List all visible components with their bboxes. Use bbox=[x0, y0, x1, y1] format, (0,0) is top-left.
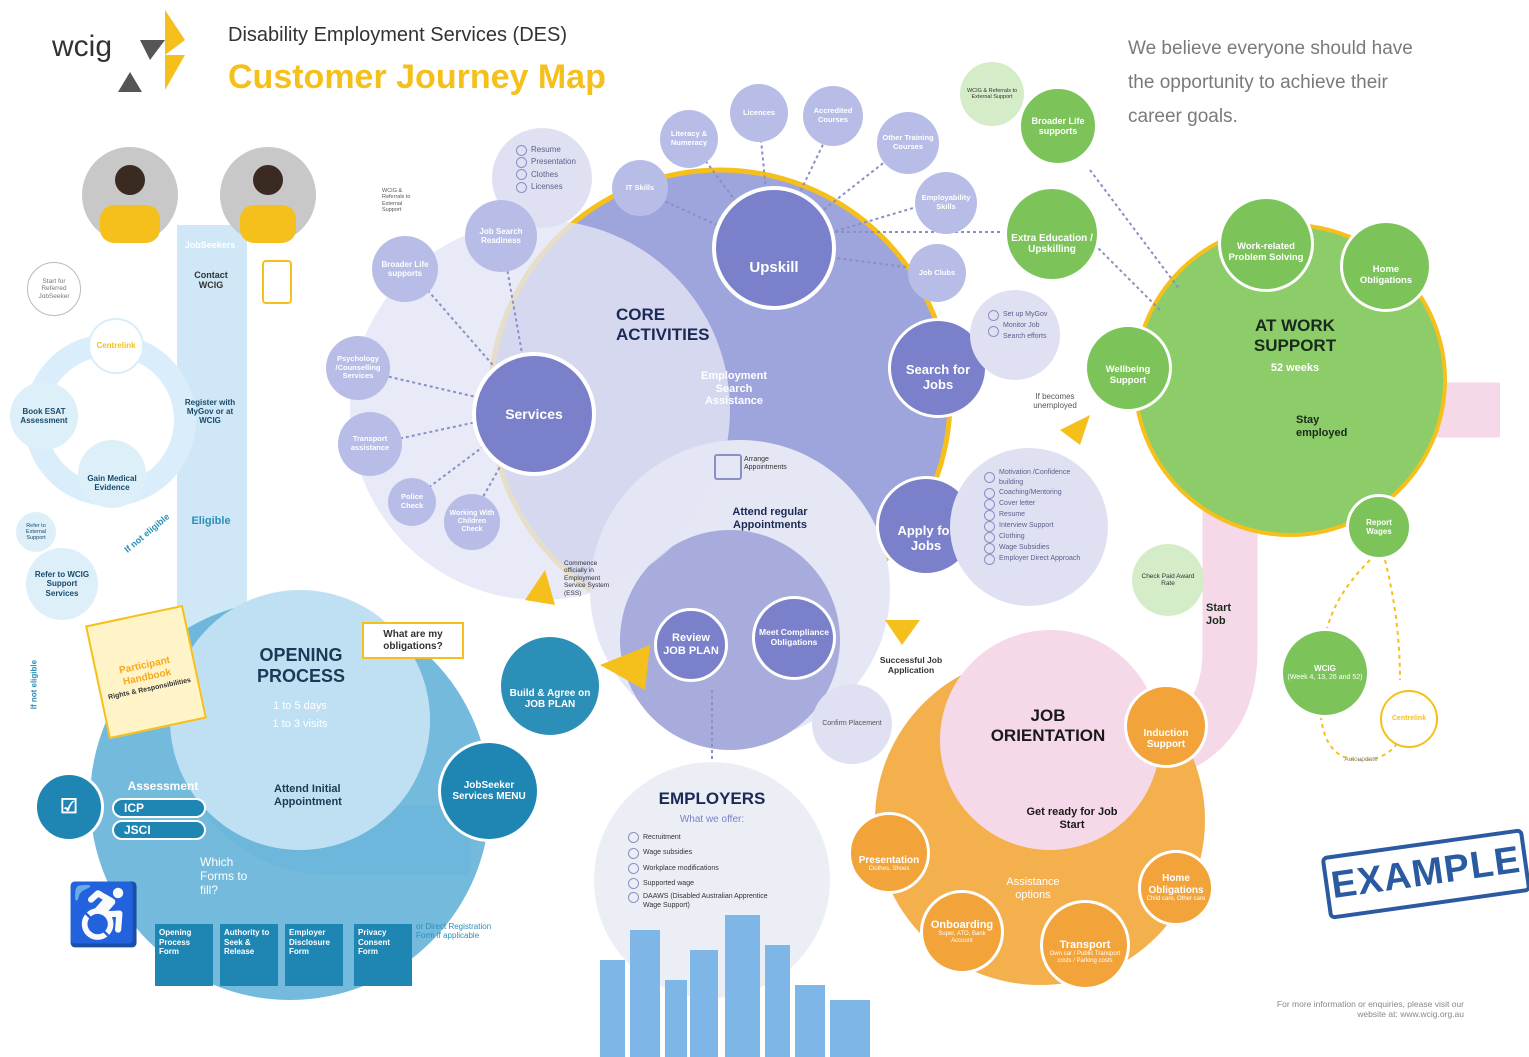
induction-support-node: Induction Support bbox=[1124, 684, 1208, 768]
direct-registration: or Direct Registration Form if applicabl… bbox=[416, 922, 492, 941]
yellow-arrows bbox=[525, 415, 1090, 690]
assessment-icon: ☑ bbox=[34, 772, 104, 842]
contact-wcig: Contact WCIG bbox=[194, 270, 228, 291]
service-wwcc: Working With Children Check bbox=[444, 494, 500, 550]
form-privacy-consent[interactable]: Privacy Consent Form bbox=[354, 924, 412, 986]
build-job-plan[interactable]: Build & Agree on JOB PLAN bbox=[498, 634, 602, 738]
services-node[interactable]: Services bbox=[472, 352, 596, 476]
apply-list: Motivation /Confidence building Coaching… bbox=[984, 468, 1094, 565]
footer-info: For more information or enquiries, pleas… bbox=[1276, 999, 1464, 1019]
service-transport: Transport assistance bbox=[338, 412, 402, 476]
report-wages-node: Report Wages bbox=[1346, 494, 1412, 560]
arrange-appointments: Arrange Appointments bbox=[744, 456, 787, 472]
icp-pill: ICP bbox=[112, 798, 206, 818]
opening-days: 1 to 5 days bbox=[273, 700, 327, 712]
register-mygov: Register with MyGov or at WCIG bbox=[184, 398, 236, 426]
wcig-referrals-core: WCIG & Referrals to External Support bbox=[382, 188, 411, 213]
commence-ess: Commence officially in Employment Servic… bbox=[564, 560, 610, 597]
atwork-centrelink: Centrelink bbox=[1380, 690, 1438, 748]
eligible-label: Eligible bbox=[191, 515, 231, 527]
attend-initial: Attend Initial Appointment bbox=[274, 783, 342, 808]
becomes-unemployed: If becomes unemployed bbox=[1033, 392, 1077, 411]
wcig-week-checkins: WCIG(Week 4, 13, 26 and 52) bbox=[1280, 628, 1370, 718]
centrelink-node: Centrelink bbox=[88, 318, 144, 374]
atwork-weeks: 52 weeks bbox=[1270, 362, 1320, 374]
employers-list: Recruitment Wage subsidies Workplace mod… bbox=[628, 830, 768, 910]
start-job: Start Job bbox=[1206, 602, 1232, 627]
jobseeker-services-menu[interactable]: JobSeeker Services MENU bbox=[438, 740, 540, 842]
confirm-placement: Confirm Placement bbox=[812, 684, 892, 764]
page-title: Customer Journey Map bbox=[228, 58, 606, 96]
upskill-literacy: Literacy & Numeracy bbox=[660, 110, 718, 168]
service-broader-life: Broader Life supports bbox=[372, 236, 438, 302]
brand-name: wcig bbox=[52, 30, 113, 63]
search-list: Set up MyGov Monitor Job Search efforts bbox=[988, 310, 1054, 343]
upskill-node[interactable]: Upskill bbox=[712, 186, 836, 310]
review-job-plan[interactable]: Review JOB PLAN bbox=[654, 608, 728, 682]
upskill-other-training: Other Training Courses bbox=[877, 112, 939, 174]
atwork-referrals: WCIG & Referrals to External Support bbox=[960, 62, 1024, 126]
meet-obligations[interactable]: Meet Compliance Obligations bbox=[752, 596, 836, 680]
service-psychology: Psychology /Counselling Services bbox=[326, 336, 390, 400]
service-police-check: Police Check bbox=[388, 478, 436, 526]
logo-mark bbox=[118, 10, 185, 92]
employers-title: EMPLOYERS bbox=[658, 789, 766, 808]
atwork-title: AT WORK SUPPORT bbox=[1253, 316, 1337, 355]
readiness-list: Resume Presentation Clothes Licenses bbox=[516, 144, 576, 194]
home-obligations-node: Home Obligations bbox=[1340, 220, 1432, 312]
book-esat: Book ESAT Assessment bbox=[10, 382, 78, 450]
refer-external: Refer to External Support bbox=[16, 512, 56, 552]
upskill-licences: Licences bbox=[730, 84, 788, 142]
employment-search-assistance: Employment Search Assistance bbox=[700, 370, 767, 408]
employers-offer: What we offer: bbox=[679, 814, 745, 825]
broader-life-node: Broader Life supports bbox=[1018, 86, 1098, 166]
opening-title: OPENING PROCESS bbox=[256, 645, 346, 686]
autoupdate-label: Autoupdate bbox=[1344, 756, 1378, 763]
jsci-pill: JSCI bbox=[112, 820, 206, 840]
job-search-readiness: Job Search Readiness bbox=[465, 200, 537, 272]
wheelchair-person: ♿ bbox=[66, 881, 141, 948]
jobseekers-label: JobSeekers bbox=[184, 240, 236, 250]
refer-wcig-support: Refer to WCIG Support Services bbox=[26, 548, 98, 620]
successful-application: Successful Job Application bbox=[879, 655, 943, 675]
if-not-eligible-vertical: If not eligible bbox=[29, 659, 39, 710]
form-employer-disclosure[interactable]: Employer Disclosure Form bbox=[285, 924, 343, 986]
calendar-icon bbox=[714, 454, 742, 480]
gain-medical: Gain Medical Evidence bbox=[78, 440, 146, 508]
apply-list-bubble bbox=[950, 448, 1108, 606]
opening-visits: 1 to 3 visits bbox=[272, 718, 328, 730]
tagline: We believe everyone should have the oppo… bbox=[1128, 38, 1413, 128]
search-list-bubble bbox=[970, 290, 1060, 380]
orientation-title: JOB ORIENTATION bbox=[990, 706, 1106, 745]
extra-education-node: Extra Education / Upskilling bbox=[1004, 186, 1100, 282]
problem-solving-node: Work-related Problem Solving bbox=[1218, 196, 1314, 292]
assistance-options: Assistance options bbox=[1006, 876, 1060, 901]
attend-regular: Attend regular Appointments bbox=[732, 506, 808, 531]
form-authority[interactable]: Authority to Seek & Release bbox=[220, 924, 278, 986]
city-skyline bbox=[600, 915, 870, 1057]
check-award-rate: Check Paid Award Rate bbox=[1132, 544, 1204, 616]
upskill-it-skills: IT Skills bbox=[612, 160, 668, 216]
phone-icon bbox=[262, 260, 292, 304]
page-subtitle: Disability Employment Services (DES) bbox=[228, 24, 567, 46]
get-ready-job-start: Get ready for Job Start bbox=[1026, 806, 1118, 831]
referred-jobseeker: Start for Referred JobSeeker bbox=[27, 262, 81, 316]
upskill-employability: Employability Skills bbox=[915, 172, 977, 234]
obligations-bubble: What are my obligations? bbox=[362, 622, 464, 659]
form-opening-process[interactable]: Opening Process Form bbox=[155, 924, 213, 986]
wellbeing-node: Wellbeing Support bbox=[1084, 324, 1172, 412]
core-title: CORE ACTIVITIES bbox=[616, 305, 710, 344]
assessment-label: Assessment bbox=[127, 779, 199, 793]
upskill-accredited: Accredited Courses bbox=[803, 86, 863, 146]
upskill-job-clubs: Job Clubs bbox=[908, 244, 966, 302]
which-forms: Which Forms to fill? bbox=[200, 855, 248, 897]
stay-employed: Stay employed bbox=[1296, 414, 1348, 439]
